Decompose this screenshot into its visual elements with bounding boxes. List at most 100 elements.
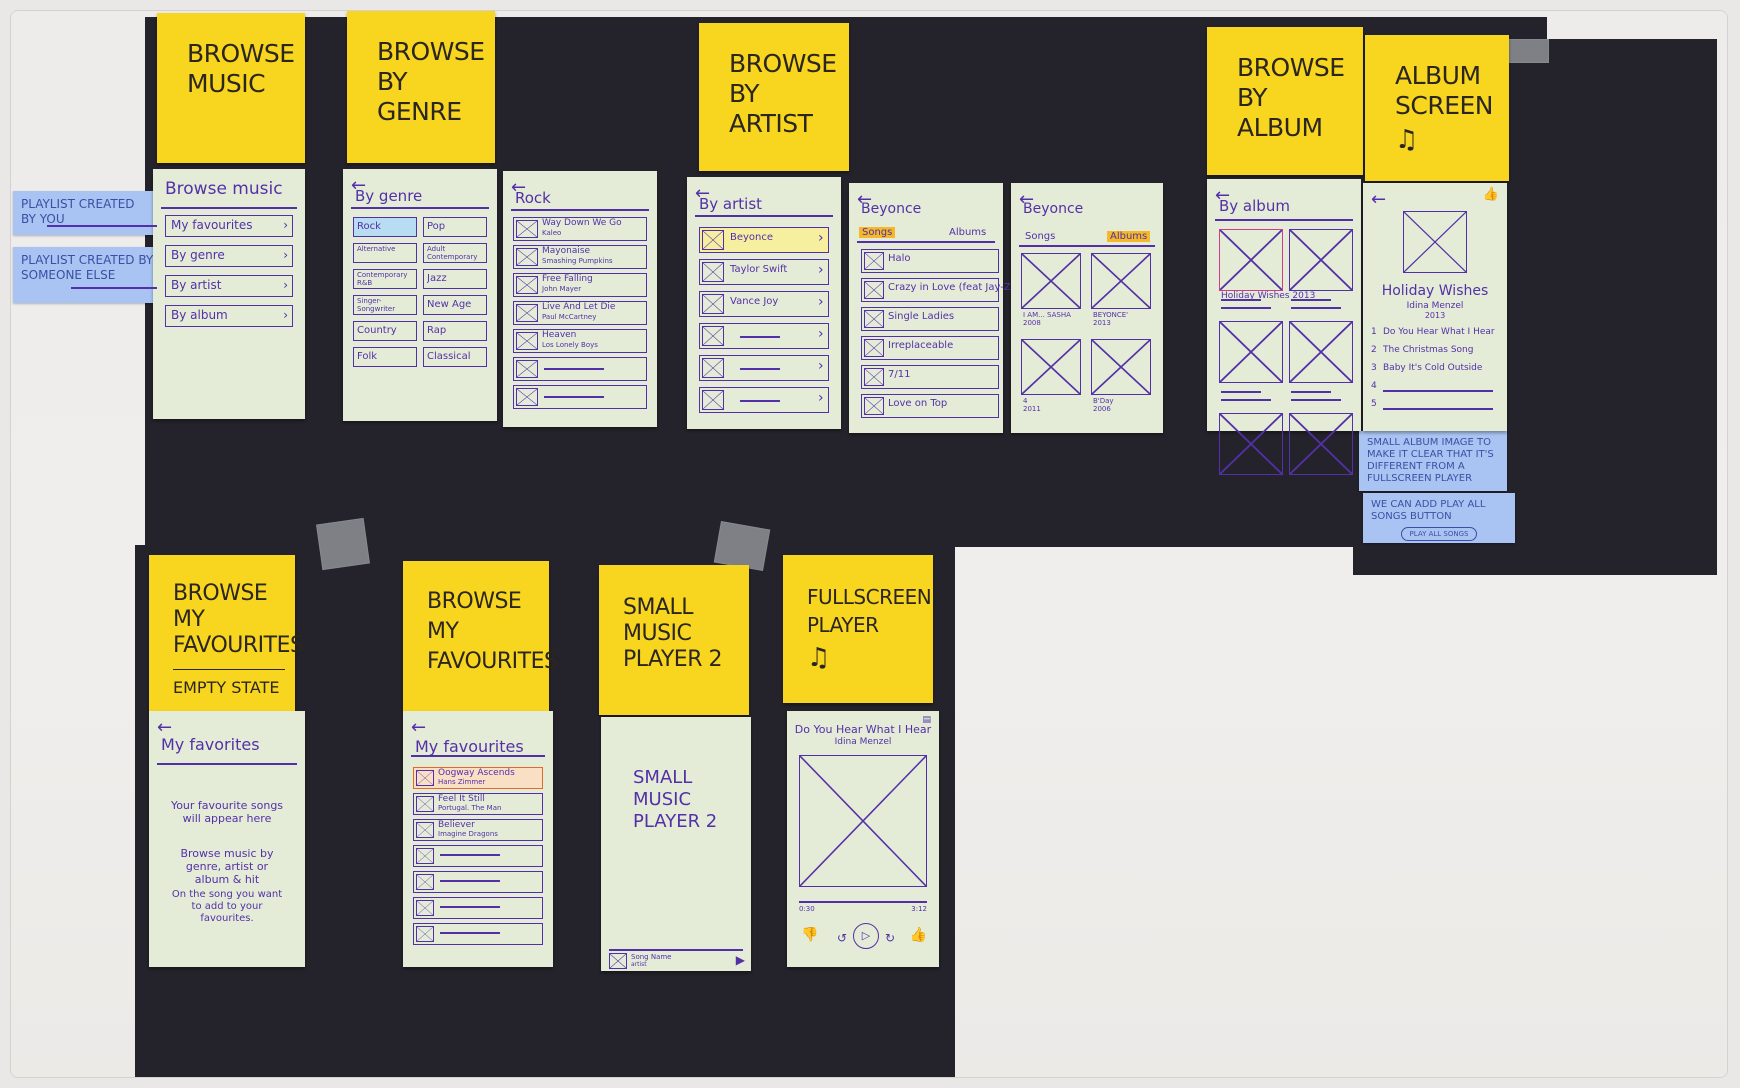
progress-line [609, 949, 743, 951]
back-arrow-icon: ← [157, 717, 173, 738]
screen-title: Beyonce [861, 201, 922, 217]
sticky-browse-album: BROWSE BY ALBUM [1207, 27, 1363, 175]
genre-label: Contemporary R&B [357, 271, 408, 287]
song-title: Love on Top [888, 398, 948, 409]
thumbs-icon: 👍 [1482, 187, 1499, 202]
album-art-placeholder [1021, 339, 1081, 395]
list-item-label: By artist [171, 278, 222, 292]
sticky-browse-fav: BROWSE MY FAVOURITES [403, 561, 558, 713]
song-row: Single Ladies [861, 307, 999, 331]
artist-thumb-placeholder [702, 326, 724, 346]
chevron-right-icon: › [818, 358, 824, 374]
genre-button: Rap [423, 321, 487, 341]
play-icon: ▶ [735, 953, 745, 967]
screen-title: By artist [699, 195, 763, 213]
song-title: Do You Hear What I Hear [794, 723, 932, 736]
chevron-right-icon: › [818, 294, 824, 310]
treble-clef-icon: ♫ [807, 643, 831, 673]
genre-button: Classical [423, 347, 487, 367]
genre-label: Folk [357, 351, 378, 362]
sticky-album-screen: ALBUM SCREEN ♫ [1365, 35, 1509, 181]
screen-title: Beyonce [1023, 201, 1084, 217]
genre-label: Adult Contemporary [427, 245, 478, 261]
text-line [440, 932, 500, 934]
album-thumb-placeholder [864, 252, 884, 270]
artist-row: Vance Joy › [699, 291, 829, 317]
tab-songs: Songs [1025, 231, 1056, 242]
song-artist: Paul McCartney [542, 313, 597, 321]
text-line [544, 396, 604, 398]
tape [316, 517, 370, 571]
album-year: 2013 [1093, 319, 1111, 327]
divider [1019, 245, 1155, 247]
note-playlist-you: PLAYLIST CREATED BY YOU [13, 191, 161, 235]
sticky-browse-fav-empty: BROWSE MY FAVOURITES EMPTY STATE [149, 555, 304, 711]
album-art-placeholder [1219, 321, 1283, 383]
sticky-text: BROWSE BY ARTIST [729, 49, 837, 138]
screen-title: Browse music [165, 179, 283, 199]
arrow [71, 287, 157, 289]
back-arrow-icon: ← [857, 189, 873, 210]
note-playlist-else: PLAYLIST CREATED BY SOMEONE ELSE [13, 247, 165, 303]
sticky-subtext: EMPTY STATE [173, 669, 285, 697]
sticky-text: BROWSE BY ALBUM [1237, 53, 1345, 142]
back-arrow-icon: ← [1019, 189, 1035, 210]
sticky-text: SMALL MUSIC PLAYER 2 [623, 595, 723, 672]
album-thumb-placeholder [516, 220, 538, 238]
track-title: Baby It's Cold Outside [1383, 363, 1483, 373]
album-thumb-placeholder [416, 848, 434, 864]
text-line [440, 880, 500, 882]
album-art-placeholder [1091, 339, 1151, 395]
song-title: Mayonaise [542, 246, 591, 256]
album-thumb-placeholder [864, 281, 884, 299]
sticky-text: BROWSE BY GENRE [377, 37, 485, 126]
album-thumb-placeholder [416, 900, 434, 916]
album-name: I AM... SASHA [1023, 311, 1071, 319]
divider [411, 755, 545, 757]
song-artist: Hans Zimmer [438, 778, 486, 786]
artist-name: Vance Joy [730, 296, 779, 307]
note-play-all: WE CAN ADD PLAY ALL SONGS BUTTON PLAY AL… [1363, 493, 1515, 543]
genre-label: Singer-Songwriter [357, 297, 396, 313]
mini-artist: artist [631, 961, 647, 968]
song-title: Single Ladies [888, 311, 955, 322]
sticky-text: ALBUM SCREEN [1395, 61, 1494, 120]
song-artist: Imagine Dragons [438, 830, 498, 838]
chevron-right-icon: › [818, 230, 824, 246]
text-line [1383, 408, 1493, 410]
thumbs-down-icon: 👎 [801, 927, 819, 943]
album-year: 2013 [1424, 311, 1446, 320]
song-row: Halo [861, 249, 999, 273]
artist-row: › [699, 323, 829, 349]
note-text: WE CAN ADD PLAY ALL SONGS BUTTON [1371, 499, 1486, 522]
chevron-right-icon: › [283, 218, 288, 232]
album-thumb-placeholder [416, 770, 434, 786]
note-text: PLAYLIST CREATED BY SOMEONE ELSE [21, 253, 154, 282]
total-time: 3:12 [911, 905, 927, 913]
menu-icon: ▤ [922, 715, 931, 725]
treble-clef-icon: ♫ [1395, 125, 1419, 155]
genre-label: Rock [357, 221, 381, 232]
chevron-right-icon: › [818, 262, 824, 278]
song-title: Believer [438, 820, 475, 830]
screen-title: Rock [515, 189, 551, 207]
album-name: Holiday Wishes 2013 [1221, 291, 1315, 301]
artist-thumb-placeholder [702, 230, 724, 250]
screen-title: By album [1219, 197, 1290, 215]
genre-button: Pop [423, 217, 487, 237]
song-artist: Los Lonely Boys [542, 341, 598, 349]
genre-label: Rap [427, 325, 447, 336]
album-art-placeholder [1289, 229, 1353, 291]
previous-icon: ↺ [837, 931, 848, 945]
song-artist: Kaleo [542, 229, 562, 237]
genre-button: Folk [353, 347, 417, 367]
elapsed-time: 0:30 [799, 905, 815, 913]
sticky-fullscreen-player: FULLSCREEN PLAYER ♫ [783, 555, 933, 703]
